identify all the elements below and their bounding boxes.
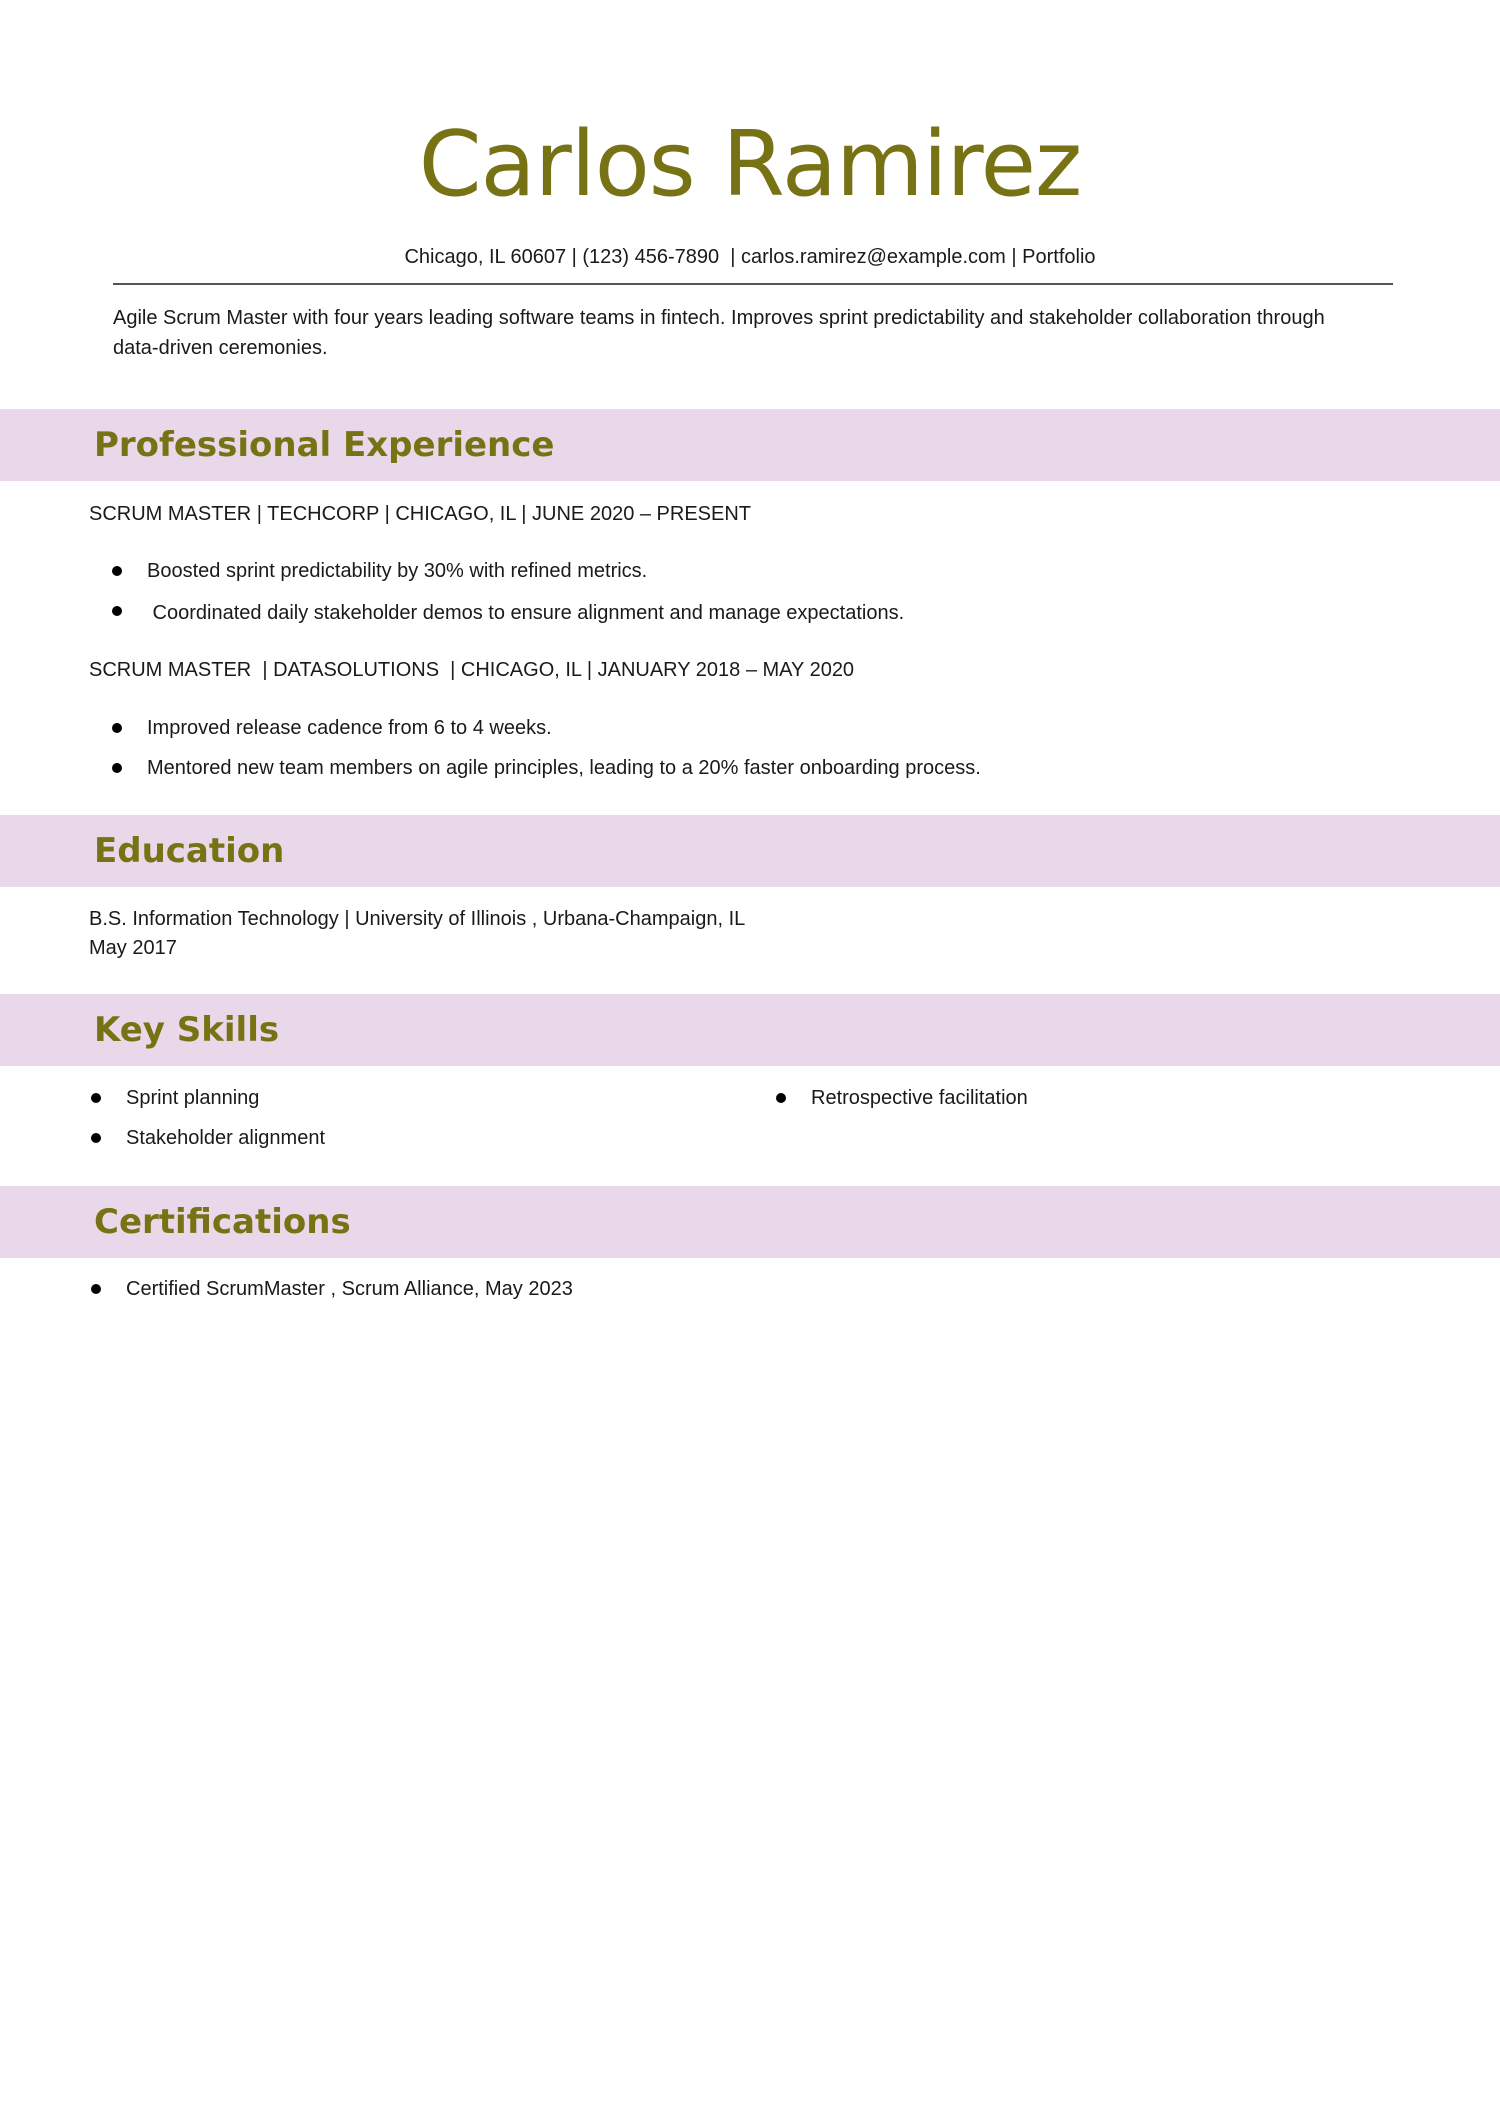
section-title: Key Skills	[94, 1010, 280, 1050]
section-title: Professional Experience	[94, 425, 555, 465]
section-header-skills: Key Skills	[0, 994, 1500, 1066]
bullet-icon	[776, 1093, 786, 1103]
bullet-icon	[112, 763, 122, 773]
summary-paragraph: Agile Scrum Master with four years leadi…	[113, 307, 1325, 359]
skill-item: Stakeholder alignment	[126, 1127, 326, 1149]
section-title: Certifications	[94, 1202, 351, 1242]
education-degree: B.S. Information Technology | University…	[89, 908, 746, 930]
bullet-icon	[91, 1284, 101, 1294]
job-bullet: Mentored new team members on agile princ…	[147, 757, 981, 779]
job-heading: SCRUM MASTER | DATASOLUTIONS | CHICAGO, …	[89, 659, 855, 681]
header-divider	[113, 283, 1393, 285]
skill-item: Sprint planning	[126, 1087, 260, 1109]
bullet-icon	[112, 723, 122, 733]
bullet-icon	[112, 606, 122, 616]
job-bullet: Improved release cadence from 6 to 4 wee…	[147, 717, 552, 739]
certification-item: Certified ScrumMaster , Scrum Alliance, …	[126, 1278, 573, 1300]
section-header-experience: Professional Experience	[0, 409, 1500, 481]
contact-line: Chicago, IL 60607 | (123) 456-7890 | car…	[404, 246, 1096, 268]
section-title: Education	[94, 831, 285, 871]
job-bullet: Coordinated daily stakeholder demos to e…	[147, 602, 905, 624]
job-heading: SCRUM MASTER | TECHCORP | CHICAGO, IL | …	[89, 503, 752, 525]
bullet-icon	[91, 1133, 101, 1143]
candidate-name: Carlos Ramirez	[418, 112, 1083, 217]
skill-item: Retrospective facilitation	[811, 1087, 1028, 1109]
bullet-icon	[91, 1093, 101, 1103]
bullet-icon	[112, 566, 122, 576]
section-header-certifications: Certifications	[0, 1186, 1500, 1258]
section-header-education: Education	[0, 815, 1500, 887]
education-date: May 2017	[89, 937, 177, 959]
job-bullet: Boosted sprint predictability by 30% wit…	[147, 560, 648, 582]
